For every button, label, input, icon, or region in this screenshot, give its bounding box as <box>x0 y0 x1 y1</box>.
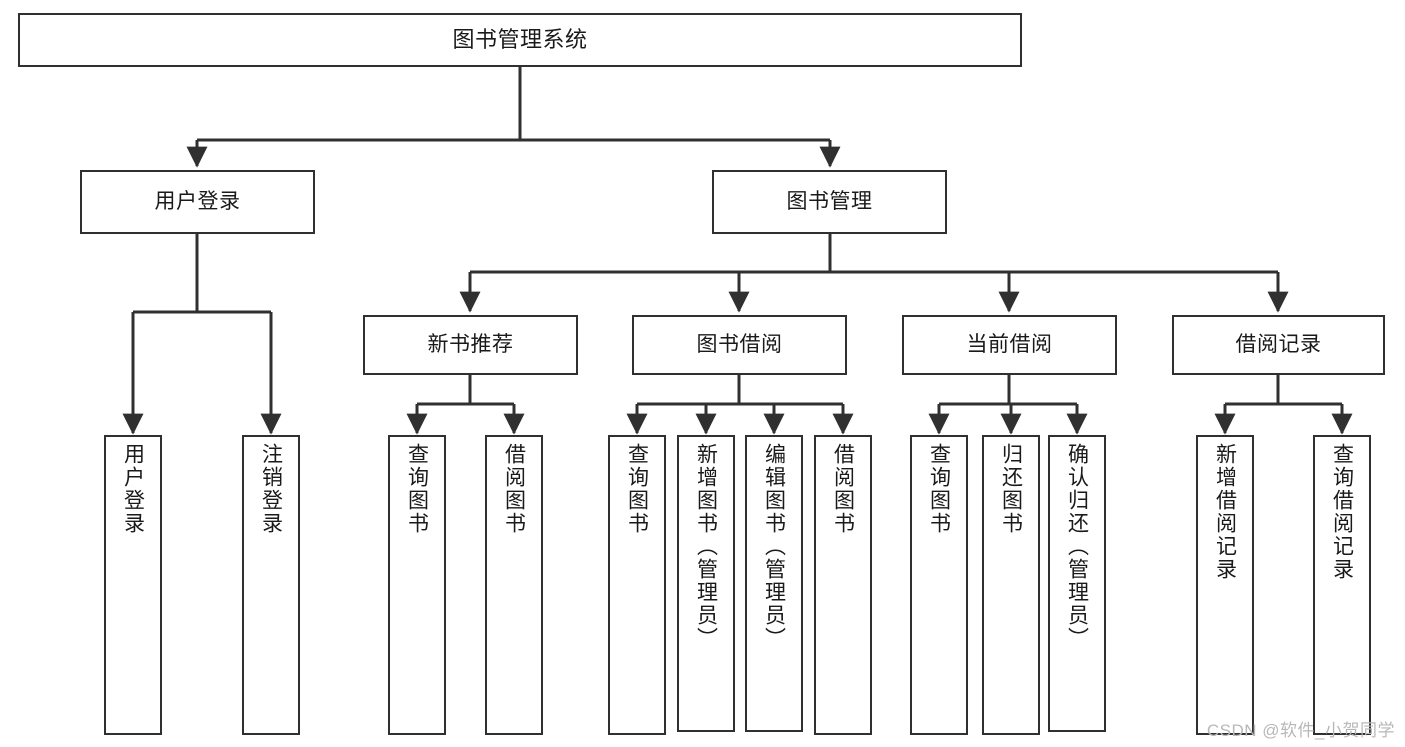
leaf-add-book-admin-label: 新增图书（管理员） <box>694 443 718 650</box>
watermark: CSDN @软件_小贺同学 <box>1206 721 1395 740</box>
leaf-edit-book-admin[interactable]: 编辑图书（管理员） <box>745 435 803 732</box>
leaf-confirm-return-admin-label: 确认归还（管理员） <box>1065 443 1089 650</box>
leaf-logout-label: 注销登录 <box>259 443 283 535</box>
leaf-user-login[interactable]: 用户登录 <box>104 435 162 735</box>
leaf-query-books-new[interactable]: 查询图书 <box>388 435 446 735</box>
node-root-label: 图书管理系统 <box>452 26 588 52</box>
node-user-login[interactable]: 用户登录 <box>80 170 315 234</box>
node-root[interactable]: 图书管理系统 <box>18 13 1022 67</box>
leaf-query-books-borrow[interactable]: 查询图书 <box>608 435 666 735</box>
leaf-borrow-books-new[interactable]: 借阅图书 <box>485 435 543 735</box>
leaf-return-book[interactable]: 归还图书 <box>982 435 1040 735</box>
node-new-book-recommend-label: 新书推荐 <box>427 333 514 357</box>
leaf-borrow-books-label: 借阅图书 <box>831 443 855 535</box>
leaf-add-book-admin[interactable]: 新增图书（管理员） <box>677 435 735 732</box>
leaf-borrow-books[interactable]: 借阅图书 <box>814 435 872 735</box>
leaf-confirm-return-admin[interactable]: 确认归还（管理员） <box>1048 435 1106 732</box>
leaf-query-books-new-label: 查询图书 <box>405 443 429 535</box>
node-book-management[interactable]: 图书管理 <box>712 170 947 234</box>
node-book-borrow[interactable]: 图书借阅 <box>632 315 847 375</box>
leaf-query-borrow-record-label: 查询借阅记录 <box>1330 443 1354 581</box>
node-new-book-recommend[interactable]: 新书推荐 <box>363 315 578 375</box>
leaf-borrow-books-new-label: 借阅图书 <box>502 443 526 535</box>
leaf-logout[interactable]: 注销登录 <box>242 435 300 735</box>
node-user-login-label: 用户登录 <box>154 190 241 214</box>
node-current-borrow-label: 当前借阅 <box>966 333 1053 357</box>
leaf-edit-book-admin-label: 编辑图书（管理员） <box>762 443 786 650</box>
node-borrow-records[interactable]: 借阅记录 <box>1172 315 1385 375</box>
node-book-management-label: 图书管理 <box>786 190 873 214</box>
leaf-query-books-current[interactable]: 查询图书 <box>910 435 968 735</box>
leaf-add-borrow-record[interactable]: 新增借阅记录 <box>1196 435 1254 735</box>
node-borrow-records-label: 借阅记录 <box>1235 333 1322 357</box>
leaf-return-book-label: 归还图书 <box>999 443 1023 535</box>
leaf-query-books-current-label: 查询图书 <box>927 443 951 535</box>
node-book-borrow-label: 图书借阅 <box>696 333 783 357</box>
leaf-add-borrow-record-label: 新增借阅记录 <box>1213 443 1237 581</box>
leaf-query-books-borrow-label: 查询图书 <box>625 443 649 535</box>
leaf-user-login-label: 用户登录 <box>121 443 145 535</box>
leaf-query-borrow-record[interactable]: 查询借阅记录 <box>1313 435 1371 735</box>
node-current-borrow[interactable]: 当前借阅 <box>902 315 1117 375</box>
